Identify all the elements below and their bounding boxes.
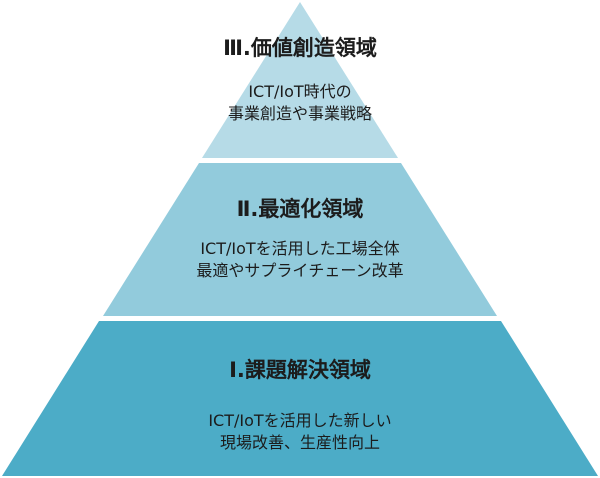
tier-description-line: 現場改善、生産性向上 (219, 433, 380, 452)
tier-top-title: Ⅲ.価値創造領域 (223, 36, 377, 60)
tier-description-line: ICT/IoTを活用した新しい (208, 411, 392, 430)
tier-top-description: ICT/IoT時代の 事業創造や事業戦略 (0, 81, 600, 125)
tier-bottom-title: Ⅰ.課題解決領域 (229, 358, 371, 382)
tier-bottom-description: ICT/IoTを活用した新しい 現場改善、生産性向上 (0, 410, 600, 454)
tier-middle-description: ICT/IoTを活用した工場全体 最適やサプライチェーン改革 (0, 238, 600, 282)
tier-description-line: 最適やサプライチェーン改革 (196, 261, 404, 280)
tier-middle-title: Ⅱ.最適化領域 (236, 197, 364, 221)
tier-middle-band (103, 163, 497, 316)
tier-description-line: ICT/IoTを活用した工場全体 (200, 239, 400, 258)
tier-description-line: 事業創造や事業戦略 (227, 104, 372, 123)
tier-description-line: ICT/IoT時代の (248, 82, 352, 101)
tier-bottom-band (2, 321, 598, 476)
tier-top-band (202, 2, 398, 158)
